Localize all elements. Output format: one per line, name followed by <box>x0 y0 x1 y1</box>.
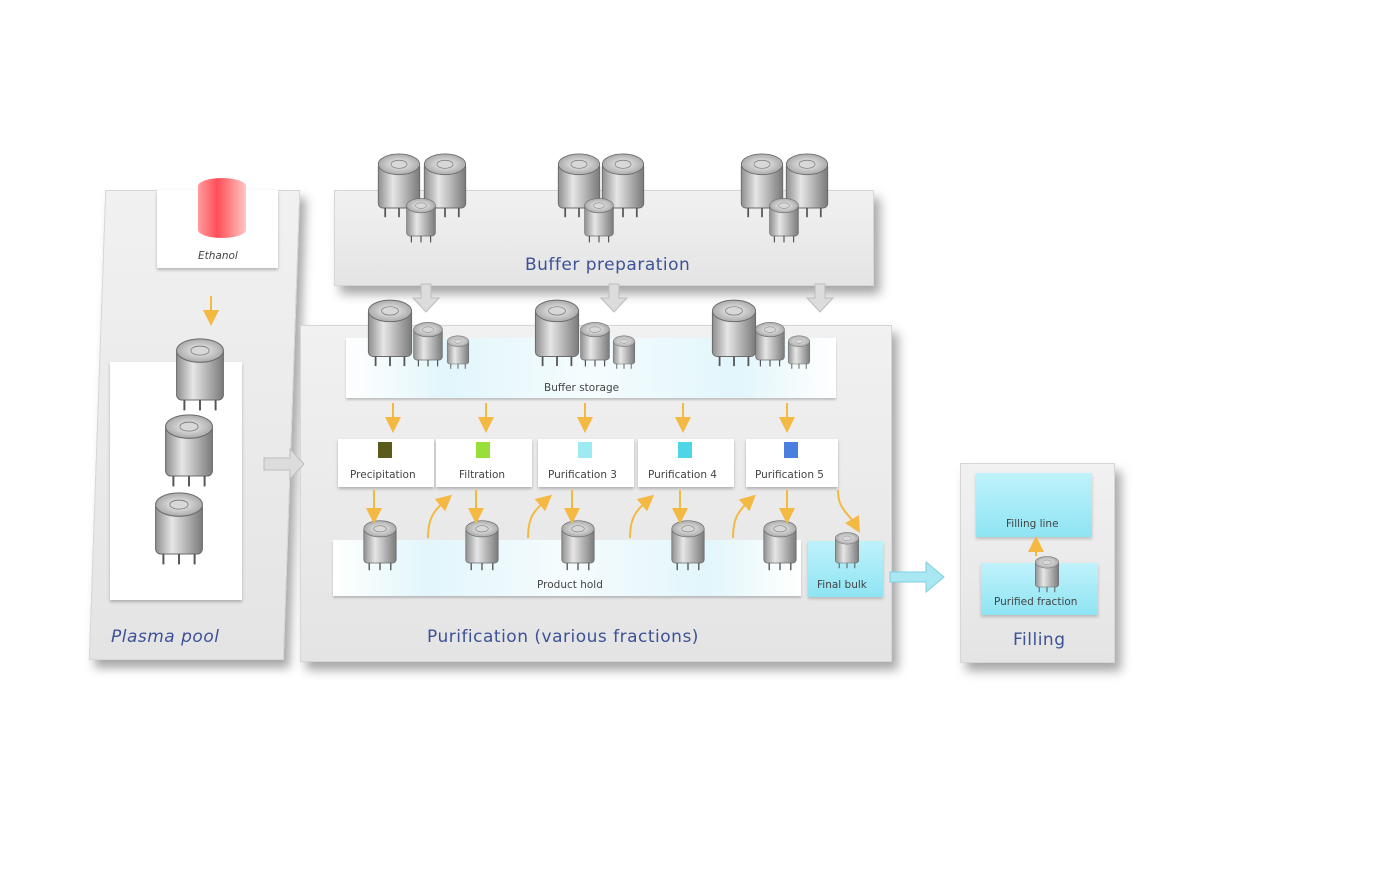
buffer-prep-tank-group-1 <box>378 154 465 242</box>
filling-title: Filling <box>1013 630 1066 650</box>
buffer-prep-tank-group-2 <box>558 154 643 242</box>
plasma-pool-title: Plasma pool <box>111 627 219 647</box>
buffer-prep-tank-group-3 <box>741 154 827 242</box>
buffer-preparation-title: Buffer preparation <box>525 255 690 275</box>
purification-title: Purification (various fractions) <box>427 627 699 647</box>
